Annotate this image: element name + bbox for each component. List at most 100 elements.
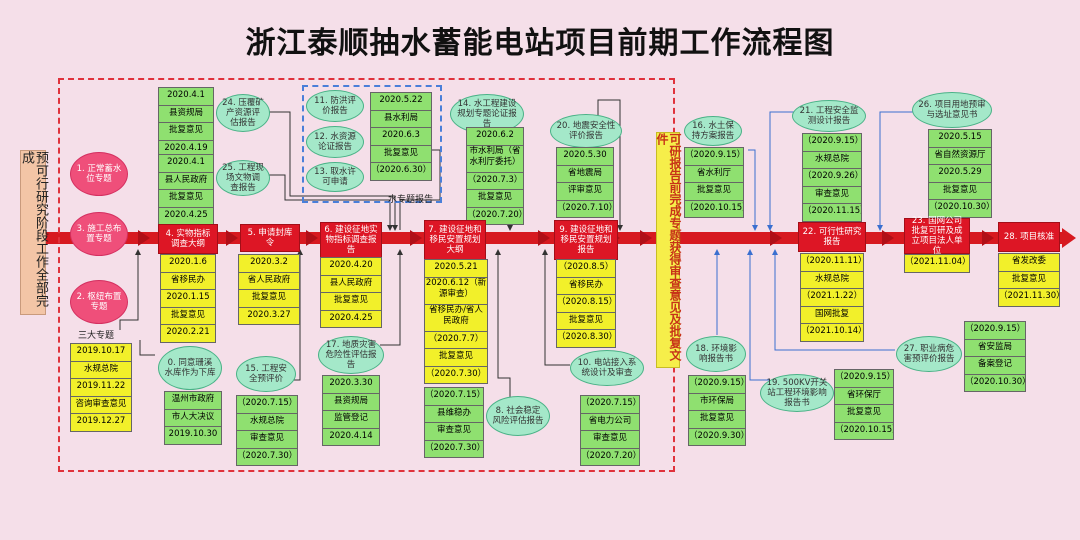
- table-cell: （2020.9.15）: [684, 147, 744, 166]
- table-cell: 审查意见: [424, 422, 484, 441]
- table-cell: 审查意见: [580, 430, 640, 449]
- table-cell: 省移民办: [160, 271, 216, 290]
- table-cell: 省移民办: [556, 276, 616, 295]
- table-cell: 省发改委: [998, 253, 1060, 272]
- topic-20-ellipse: 20. 地震安全性评价报告: [550, 114, 622, 148]
- table-cell: 市人大决议: [164, 408, 222, 427]
- table-cell: 县水利局: [370, 109, 432, 128]
- table-cell: 2019.10.17: [70, 343, 132, 362]
- table-cell: 监管登记: [322, 410, 380, 429]
- table-cell: 批复意见: [238, 289, 300, 308]
- table-cell: （2020.7.15）: [580, 395, 640, 414]
- table-cell: 批复意见: [158, 189, 214, 208]
- topic-21-table: （2020.9.15） 水规总院 （2020.9.26） 审查意见 （2020.…: [802, 133, 862, 222]
- table-cell: 批复意见: [466, 189, 524, 208]
- table-cell: 省移民办/省人民政府: [424, 303, 488, 332]
- topic-18-table: （2020.9.15） 市环保局 批复意见 （2020.9.30）: [688, 375, 746, 446]
- table-cell: （2021.11.30）: [998, 288, 1060, 307]
- table-cell: 县资规局: [158, 104, 214, 123]
- table-cell: 批复意见: [928, 181, 992, 200]
- table-cell: 2020.1.15: [160, 289, 216, 308]
- table-cell: （2020.7.15）: [236, 395, 298, 414]
- table-cell: 县人民政府: [158, 171, 214, 190]
- table-cell: 水规总院: [236, 412, 298, 431]
- topic-15-table: （2020.7.15） 水规总院 审查意见 （2020.7.30）: [236, 395, 298, 466]
- table-cell: 2020.5.29: [928, 164, 992, 183]
- topic-26-table: 2020.5.15 省自然资源厅 2020.5.29 批复意见 （2020.10…: [928, 129, 992, 218]
- table-cell: 2020.3.2: [238, 254, 300, 273]
- topic-17-ellipse: 17. 地质灾害危险性评估报告: [318, 336, 384, 374]
- topic-ellipse-2: 2. 枢纽布置专题: [70, 280, 128, 324]
- topic-27-table: （2020.9.15） 省安监局 备案登记 （2020.10.30）: [964, 321, 1026, 392]
- table-cell: 2020.4.1: [158, 154, 214, 173]
- topic-15-ellipse: 15. 工程安全预评价: [236, 356, 296, 392]
- topic-17-table: 2020.3.30 县资规局 监管登记 2020.4.14: [322, 375, 380, 446]
- node-5-table: 2020.3.2 省人民政府 批复意见 2020.3.27: [238, 254, 300, 325]
- node-7-table: 2020.5.21 2020.6.12（新源审查） 省移民办/省人民政府 （20…: [424, 259, 488, 384]
- table-cell: （2020.7.30）: [236, 447, 298, 466]
- node-9-table: （2020.8.5） 省移民办 （2020.8.15） 批复意见 （2020.8…: [556, 259, 616, 348]
- table-cell: 咨询审查意见: [70, 395, 132, 414]
- table-cell: 批复意见: [320, 292, 382, 311]
- table-cell: （2020.10.15）: [684, 199, 744, 218]
- table-cell: 县维稳办: [424, 404, 484, 423]
- node-23: 23. 国网公司批复可研及成立项目法人单位: [904, 216, 970, 256]
- table-cell: （2020.7.30）: [424, 439, 484, 458]
- table-cell: （2020.10.30）: [964, 373, 1026, 392]
- table-cell: 水规总院: [802, 150, 862, 169]
- node-22-table: （2020.11.11） 水规总院 （2021.1.22） 国网批复 （2021…: [800, 253, 864, 342]
- table-cell: 审查意见: [802, 185, 862, 204]
- table-cell: （2020.7.20）: [580, 447, 640, 466]
- table-cell: （2020.9.15）: [834, 369, 894, 388]
- topic-ellipse-3: 3. 施工总布置专题: [70, 212, 128, 256]
- table-cell: 水规总院: [800, 270, 864, 289]
- table-cell: 批复意见: [556, 311, 616, 330]
- table-cell: 2020.5.21: [424, 259, 488, 278]
- topic-27-ellipse: 27. 职业病危害预评价报告: [896, 336, 962, 372]
- table-cell: 备案登记: [964, 356, 1026, 375]
- topic-19-ellipse: 19. 500KV开关站工程环境影响报告书: [760, 374, 834, 412]
- node-4-table: 2020.1.6 省移民办 2020.1.15 批复意见 2020.2.21: [160, 254, 216, 343]
- table-cell: （2020.9.15）: [688, 375, 746, 394]
- three-topics-label: 三大专题: [78, 331, 115, 341]
- table-cell: 2020.2.21: [160, 324, 216, 343]
- table-cell: 2020.3.27: [238, 306, 300, 325]
- node-9: 9. 建设征地和移民安置规划报告: [554, 220, 618, 260]
- table-cell: 2020.5.22: [370, 92, 432, 111]
- water-topics-table: 2020.5.22 县水利局 2020.6.3 批复意见 （2020.6.30）: [370, 92, 432, 181]
- topic-10-ellipse: 10. 电站接入系统设计及审查: [570, 350, 644, 386]
- table-cell: 审查意见: [236, 430, 298, 449]
- table-cell: （2020.7.10）: [556, 199, 614, 218]
- table-cell: 县资规局: [322, 392, 380, 411]
- table-cell: 2020.1.6: [160, 254, 216, 273]
- three-topics-table: 2019.10.17 水规总院 2019.11.22 咨询审查意见 2019.1…: [70, 343, 132, 432]
- topic-24-ellipse: 24. 压覆矿产资源评估报告: [216, 94, 270, 132]
- node-6: 6. 建设征地实物指标调查报告: [320, 222, 382, 258]
- table-cell: 2019.10.30: [164, 426, 222, 445]
- table-cell: 水规总院: [70, 360, 132, 379]
- table-cell: 省水利厅: [684, 164, 744, 183]
- table-cell: 批复意见: [370, 144, 432, 163]
- topic-16-table: （2020.9.15） 省水利厅 批复意见 （2020.10.15）: [684, 147, 744, 218]
- table-cell: 省环保厅: [834, 386, 894, 405]
- table-cell: （2020.8.5）: [556, 259, 616, 278]
- topic-13-ellipse: 13. 取水许可申请: [306, 162, 364, 192]
- table-cell: 2020.4.20: [320, 257, 382, 276]
- table-cell: 2020.6.12（新源审查）: [424, 276, 488, 305]
- table-cell: 2020.3.30: [322, 375, 380, 394]
- topic-8-ellipse: 8. 社会稳定风险评估报告: [486, 396, 550, 436]
- node-5: 5. 申请封库令: [240, 224, 300, 252]
- topic-24-table: 2020.4.1 县资规局 批复意见 2020.4.19: [158, 87, 214, 158]
- topic-0-table: 温州市政府 市人大决议 2019.10.30: [164, 391, 222, 445]
- page-title: 浙江泰顺抽水蓄能电站项目前期工作流程图: [245, 26, 835, 61]
- table-cell: （2020.7.3）: [466, 171, 524, 190]
- table-cell: 2020.5.15: [928, 129, 992, 148]
- topic-21-ellipse: 21. 工程安全监测设计报告: [792, 100, 866, 132]
- table-cell: 批复意见: [998, 270, 1060, 289]
- node-28: 28. 项目核准: [998, 222, 1060, 252]
- table-cell: 批复意见: [424, 348, 488, 367]
- table-cell: 省自然资源厅: [928, 146, 992, 165]
- topic-11-ellipse: 11. 防洪评价报告: [306, 90, 364, 122]
- topic-16-ellipse: 16. 水土保持方案报告: [684, 116, 742, 146]
- table-cell: 批复意见: [834, 404, 894, 423]
